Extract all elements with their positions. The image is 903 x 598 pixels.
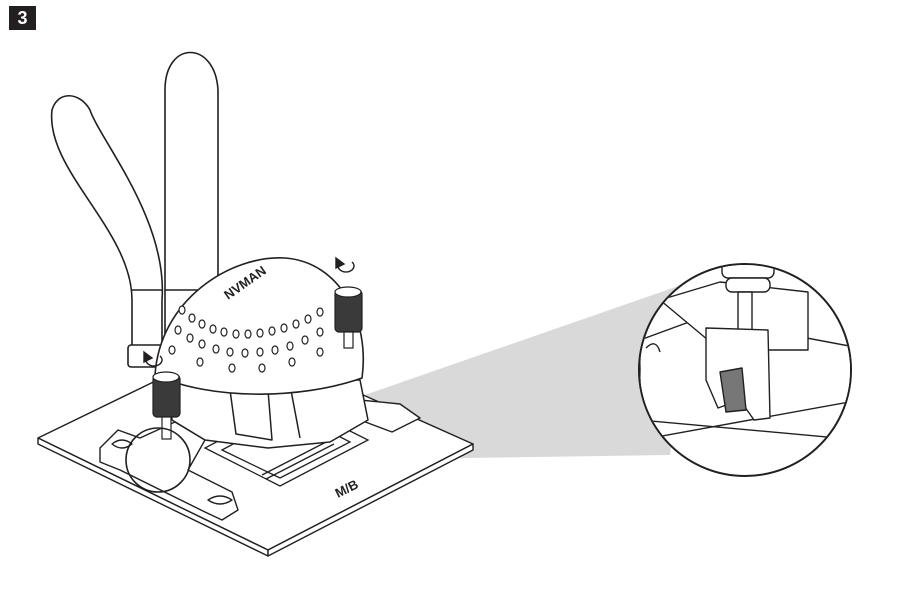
latch-zoom-inset bbox=[638, 263, 852, 477]
coolant-hoses bbox=[50, 51, 219, 368]
rotate-arrow-icon bbox=[335, 256, 355, 273]
latch-callout-circle bbox=[125, 427, 191, 493]
mounting-bracket bbox=[99, 399, 421, 521]
dome-vents bbox=[168, 305, 324, 373]
thumb-screw-left bbox=[152, 371, 181, 440]
pump-housing bbox=[167, 379, 369, 449]
pump-dome bbox=[154, 257, 364, 395]
thumb-screw-right bbox=[334, 286, 363, 349]
step-number-badge: 3 bbox=[9, 6, 36, 30]
rotate-arrow-icon bbox=[143, 350, 163, 367]
